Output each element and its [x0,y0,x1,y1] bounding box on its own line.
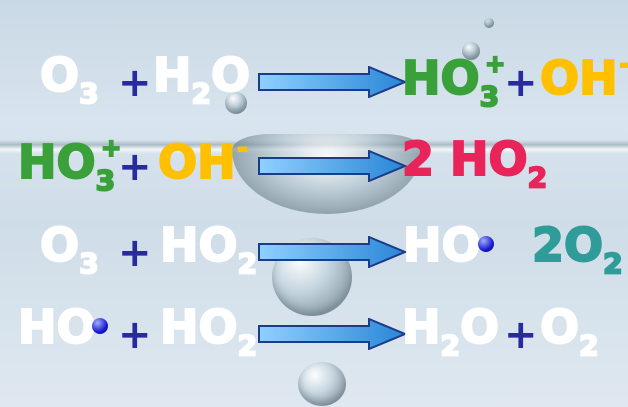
product-hydroxide: OH- [539,51,628,105]
plus-sign: + [118,230,152,276]
plus-sign: + [118,312,152,358]
reaction-row-1: O3 + H2O HO3+ + OH- [0,48,628,122]
reactant-ozone: O3 [39,48,100,110]
product-hydroxyl-radical: HO [402,218,482,272]
plus-sign: + [118,144,152,190]
reaction-arrow [258,66,407,98]
product-water: H2O [401,300,500,362]
product-oxygen: 2O2 [531,218,624,280]
reaction-row-2: HO3+ + OH- 2 HO2 [0,132,628,206]
product-hydroperoxyl: 2 HO2 [401,132,548,194]
radical-dot-icon [478,236,494,252]
reaction-arrow [258,150,407,182]
reactant-water: H2O [152,48,251,110]
water-bubble-tiny [462,42,480,60]
reactant-hydroxide: OH- [157,134,249,189]
product-trioxidanylium: HO3+ [401,50,506,113]
reactant-hydroperoxyl: HO2 [159,300,258,362]
reactant-hydroperoxyl: HO2 [159,218,258,280]
plus-sign: + [504,312,538,358]
plus-sign: + [504,60,538,106]
reactant-hydroxyl-radical: HO [17,300,97,354]
reaction-row-3: O3 + HO2 HO 2O2 [0,218,628,292]
reaction-row-4: HO + HO2 H2O + O2 [0,300,628,374]
reactant-ozone: O3 [39,218,100,280]
water-bubble-tiny [484,18,494,28]
radical-dot-icon [92,318,108,334]
reaction-arrow [258,236,407,268]
reactant-trioxidanylium: HO3+ [17,134,122,197]
water-bubble-small [225,92,247,114]
reaction-arrow [258,318,407,350]
plus-sign: + [118,60,152,106]
product-oxygen: O2 [539,300,600,362]
water-bubble-bottom [298,362,346,406]
